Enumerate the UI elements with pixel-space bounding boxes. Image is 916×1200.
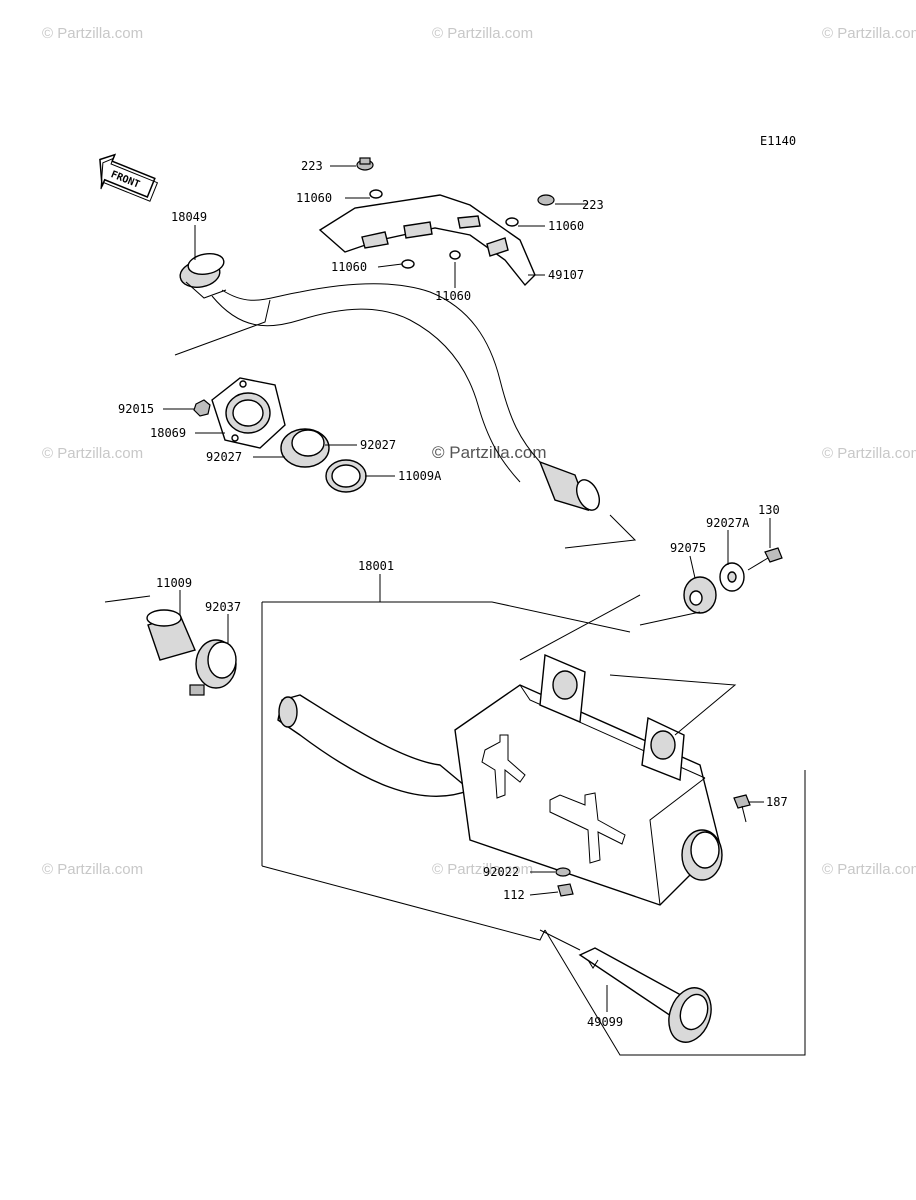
label-130[interactable]: 130: [758, 503, 780, 517]
label-92027-a[interactable]: 92027: [360, 438, 396, 452]
label-92022[interactable]: 92022: [483, 865, 519, 879]
heat-guard-49107[interactable]: [318, 194, 536, 287]
label-11009A[interactable]: 11009A: [398, 469, 442, 483]
label-223-a[interactable]: 223: [301, 159, 323, 173]
bolt-187-icon[interactable]: [733, 794, 751, 823]
diagram-code: E1140: [760, 134, 796, 148]
watermark-top-right: © Partzilla.com: [822, 25, 916, 42]
washer-11060-a-icon[interactable]: [369, 189, 383, 199]
label-187[interactable]: 187: [766, 795, 788, 809]
label-11060-a[interactable]: 11060: [296, 191, 332, 205]
label-49099[interactable]: 49099: [587, 1015, 623, 1029]
watermark-low-center: © Partzilla.com: [432, 861, 533, 878]
flange-18069[interactable]: [211, 377, 286, 449]
label-92015[interactable]: 92015: [118, 402, 154, 416]
grommet-92075[interactable]: [683, 576, 717, 614]
nut-92015-icon[interactable]: [193, 399, 211, 417]
washer-92022-icon[interactable]: [555, 867, 571, 877]
bolt-112-icon[interactable]: [557, 883, 574, 897]
bolt-130-icon[interactable]: [747, 547, 783, 571]
watermark-mid-left: © Partzilla.com: [42, 445, 143, 462]
watermark-low-right: © Partzilla.com: [822, 861, 916, 878]
watermark-mid-right: © Partzilla.com: [822, 445, 916, 462]
guard-hardware: [356, 157, 555, 269]
label-92027-b[interactable]: 92027: [206, 450, 242, 464]
label-11060-d[interactable]: 11060: [435, 289, 471, 303]
watermark-center: © Partzilla.com: [432, 443, 547, 462]
label-11060-c[interactable]: 11060: [331, 260, 367, 274]
watermarks: © Partzilla.com © Partzilla.com © Partzi…: [42, 25, 916, 878]
washer-11060-d-icon[interactable]: [449, 250, 461, 260]
part-labels: 223 11060 223 11060 11060 11060 49107 18…: [118, 159, 788, 1029]
collar-92027A[interactable]: [719, 562, 745, 592]
muffler-18001[interactable]: [277, 653, 723, 906]
watermark-low-left: © Partzilla.com: [42, 861, 143, 878]
label-92075[interactable]: 92075: [670, 541, 706, 555]
watermark-top-left: © Partzilla.com: [42, 25, 143, 42]
clamp-92037[interactable]: [189, 639, 237, 696]
muffler-box-outline: [104, 595, 806, 1056]
label-18049[interactable]: 18049: [171, 210, 207, 224]
label-92027A[interactable]: 92027A: [706, 516, 750, 530]
leader-lines: [163, 165, 771, 1012]
label-11009[interactable]: 11009: [156, 576, 192, 590]
label-18069[interactable]: 18069: [150, 426, 186, 440]
washer-11060-c-icon[interactable]: [401, 259, 415, 269]
label-92037[interactable]: 92037: [205, 600, 241, 614]
label-112[interactable]: 112: [503, 888, 525, 902]
watermark-top-center: © Partzilla.com: [432, 25, 533, 42]
bolt-223-b-icon[interactable]: [537, 194, 555, 206]
label-18001[interactable]: 18001: [358, 559, 394, 573]
gasket-11009[interactable]: [146, 609, 196, 661]
label-11060-b[interactable]: 11060: [548, 219, 584, 233]
washer-11060-b-icon[interactable]: [505, 217, 519, 227]
gasket-92027-a[interactable]: [280, 428, 330, 468]
label-49107[interactable]: 49107: [548, 268, 584, 282]
gasket-11009A[interactable]: [325, 459, 367, 493]
spark-arrestor-49099[interactable]: [539, 929, 718, 1048]
label-223-b[interactable]: 223: [582, 198, 604, 212]
exhaust-pipe-18049[interactable]: [174, 251, 637, 549]
front-arrow-icon: FRONT: [99, 153, 159, 202]
